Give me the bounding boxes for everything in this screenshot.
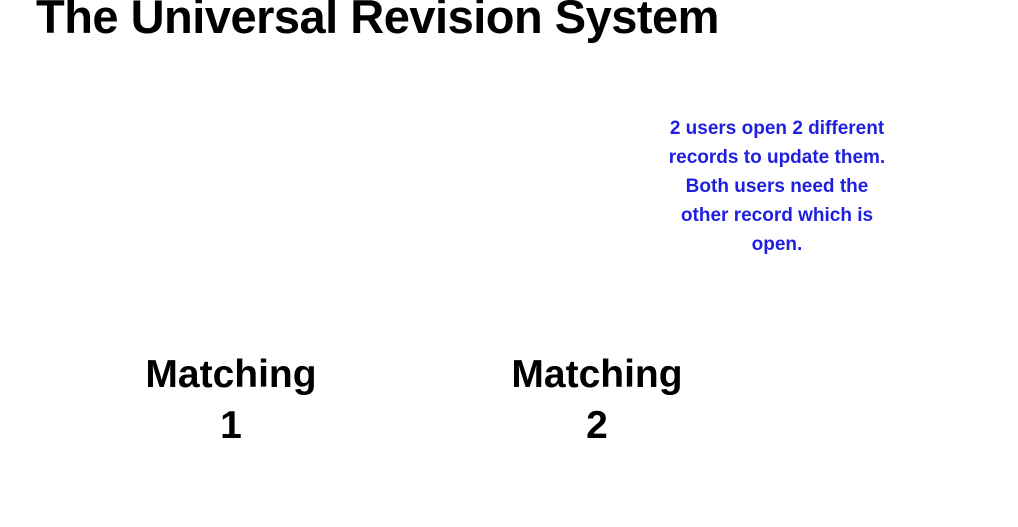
label-matching-2: Matching 2 (497, 349, 697, 451)
annotation-line: 2 users open 2 different (669, 118, 885, 139)
annotation-line: other record which is (680, 205, 874, 226)
annotation-line: Both users need the (685, 176, 869, 197)
slide-title: The Universal Revision System (36, 0, 719, 43)
annotation-line: open. (751, 234, 803, 255)
label-matching-2-number: 2 (586, 404, 608, 447)
annotation-callout: 2 users open 2 different records to upda… (627, 114, 927, 259)
label-matching-2-text: Matching (511, 353, 683, 396)
annotation-line: records to update them. (668, 147, 886, 168)
label-matching-1-text: Matching (145, 353, 317, 396)
label-matching-1-number: 1 (220, 404, 242, 447)
label-matching-1: Matching 1 (131, 349, 331, 451)
